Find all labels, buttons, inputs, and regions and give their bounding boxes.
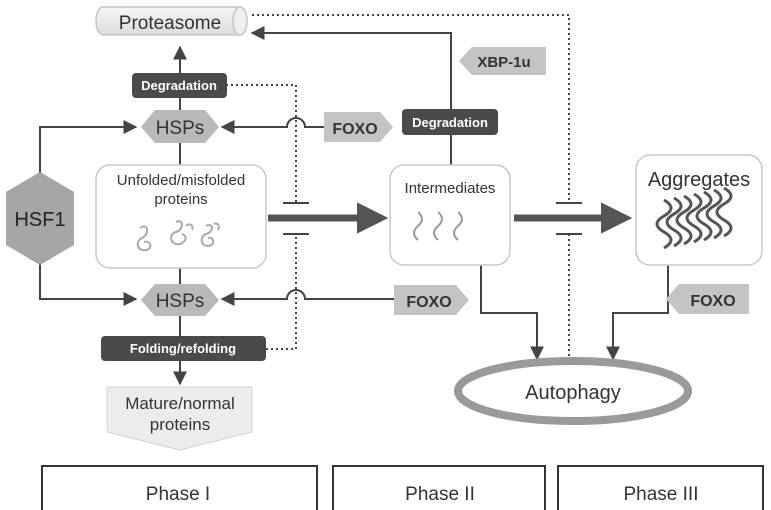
degradation-mid-tag: Degradation: [402, 109, 498, 135]
intermediates-node: Intermediates: [389, 164, 511, 266]
proteasome-label: Proteasome: [119, 13, 221, 34]
proteasome-dotted-line: [252, 14, 570, 202]
foxo-top-to-hsps-line: [220, 117, 324, 134]
autophagy-node: Autophagy: [454, 357, 692, 425]
phase1-label: Phase I: [146, 484, 210, 505]
phase-brackets: [41, 465, 764, 510]
hsps-bottom-label: HSPs: [156, 291, 205, 312]
unfolded-label-line2: proteins: [154, 191, 207, 208]
intermediates-label: Intermediates: [405, 180, 496, 197]
mature-label-line2: proteins: [150, 415, 210, 434]
xbp-label: XBP-1u: [477, 54, 530, 71]
folding-tag: Folding/refolding: [101, 336, 266, 361]
phase2-bracket: [332, 465, 546, 510]
intermediates-to-autophagy-line: [480, 265, 544, 361]
aggregates-label: Aggregates: [648, 169, 750, 191]
foxo-top-label: FOXO: [332, 121, 377, 138]
phase2-label: Phase II: [405, 484, 475, 505]
intermediate-squiggle-icons: [413, 211, 463, 241]
foxo-top-tag: FOXO: [324, 112, 393, 142]
folding-dotted-line: [266, 234, 297, 350]
degradation-dotted-line: [226, 84, 297, 202]
inhibition-bars: [283, 202, 582, 235]
mature-proteins-node: Mature/normal proteins: [106, 386, 253, 451]
foxo-right-label: FOXO: [690, 293, 735, 310]
unfolded-label-line1: Unfolded/misfolded: [117, 172, 245, 189]
folding-label: Folding/refolding: [130, 341, 236, 356]
degradation-left-tag: Degradation: [132, 73, 227, 98]
aggregates-node: Aggregates: [635, 154, 763, 266]
hsf1-node: HSF1: [6, 172, 74, 265]
phase1-bracket: [41, 465, 318, 510]
hsf1-to-hsps-top-line: [39, 120, 138, 178]
degradation-left-label: Degradation: [141, 78, 217, 93]
foxo-mid-to-hsps-line: [220, 289, 394, 306]
misfolded-protein-icons: [136, 220, 220, 252]
aggregate-fibril-icons: [655, 186, 733, 250]
hsf1-label: HSF1: [14, 209, 65, 231]
aggregates-to-autophagy-line: [606, 265, 669, 361]
hsf1-to-hsps-bottom-line: [39, 262, 138, 306]
phase3-label: Phase III: [624, 484, 699, 505]
hsps-top-node: HSPs: [141, 110, 219, 143]
dotted-connectors: [226, 14, 570, 356]
intermediates-to-proteasome-line: [250, 26, 452, 165]
hsps-bottom-node: HSPs: [141, 284, 219, 316]
phase3-bracket: [557, 465, 764, 510]
foxo-right-tag: FOXO: [666, 284, 749, 314]
mature-label-line1: Mature/normal: [125, 394, 235, 413]
foxo-mid-tag: FOXO: [394, 285, 469, 315]
unfolded-proteins-node: Unfolded/misfolded proteins: [95, 164, 267, 269]
autophagy-label: Autophagy: [525, 382, 621, 404]
xbp-tag: XBP-1u: [459, 47, 546, 75]
hsps-top-label: HSPs: [156, 118, 205, 139]
foxo-mid-label: FOXO: [406, 294, 451, 311]
proteasome-node: Proteasome: [95, 6, 248, 36]
degradation-mid-label: Degradation: [412, 115, 488, 130]
